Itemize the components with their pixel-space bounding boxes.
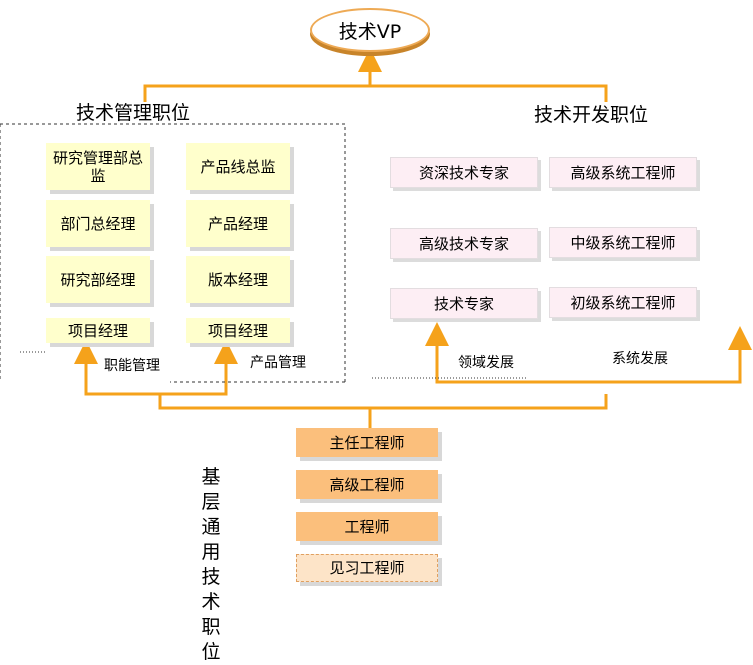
basic-positions-title: 基层 通用 技术 职位 (201, 466, 221, 663)
arrow-system-development (606, 326, 752, 384)
tech-vp-node: 技术VP (310, 8, 430, 52)
label-domain-development: 领域发展 (458, 355, 514, 371)
dev-box-advanced-expert: 高级技术专家 (390, 228, 538, 259)
basic-box-senior-engineer: 高级工程师 (296, 470, 438, 499)
arrow-product-management (160, 340, 238, 396)
label-system-development: 系统发展 (612, 351, 668, 367)
bottom-connector-line (158, 394, 608, 410)
mgmt-box-product-line-director: 产品线总监 (186, 143, 290, 190)
management-frame (0, 123, 346, 383)
label-functional-management: 职能管理 (104, 358, 160, 374)
tech-vp-label: 技术VP (338, 20, 402, 43)
arrow-domain-development (425, 322, 606, 384)
basic-box-trainee-engineer: 见习工程师 (296, 554, 438, 582)
mgmt-box-project-manager-1: 项目经理 (46, 318, 150, 343)
mgmt-box-research-director: 研究管理部总监 (46, 143, 150, 190)
basic-box-chief-engineer: 主任工程师 (296, 428, 438, 457)
management-title: 技术管理职位 (76, 102, 191, 124)
dev-box-expert: 技术专家 (390, 288, 538, 319)
mgmt-box-product-manager: 产品经理 (186, 200, 290, 247)
mgmt-box-research-manager: 研究部经理 (46, 256, 150, 303)
development-title: 技术开发职位 (534, 104, 649, 126)
label-product-management: 产品管理 (250, 355, 306, 371)
mgmt-box-department-gm: 部门总经理 (46, 200, 150, 247)
dev-box-mid-system-engineer: 中级系统工程师 (549, 227, 697, 258)
mgmt-box-version-manager: 版本经理 (186, 256, 290, 303)
top-connector-line (143, 84, 608, 102)
dev-box-senior-system-engineer: 高级系统工程师 (549, 157, 697, 188)
arrow-functional-management (74, 340, 160, 396)
dev-box-senior-expert: 资深技术专家 (390, 157, 538, 188)
mgmt-box-project-manager-2: 项目经理 (186, 318, 290, 343)
dev-box-junior-system-engineer: 初级系统工程师 (549, 287, 697, 318)
connector-lines (0, 48, 752, 428)
basic-box-engineer: 工程师 (296, 512, 438, 541)
